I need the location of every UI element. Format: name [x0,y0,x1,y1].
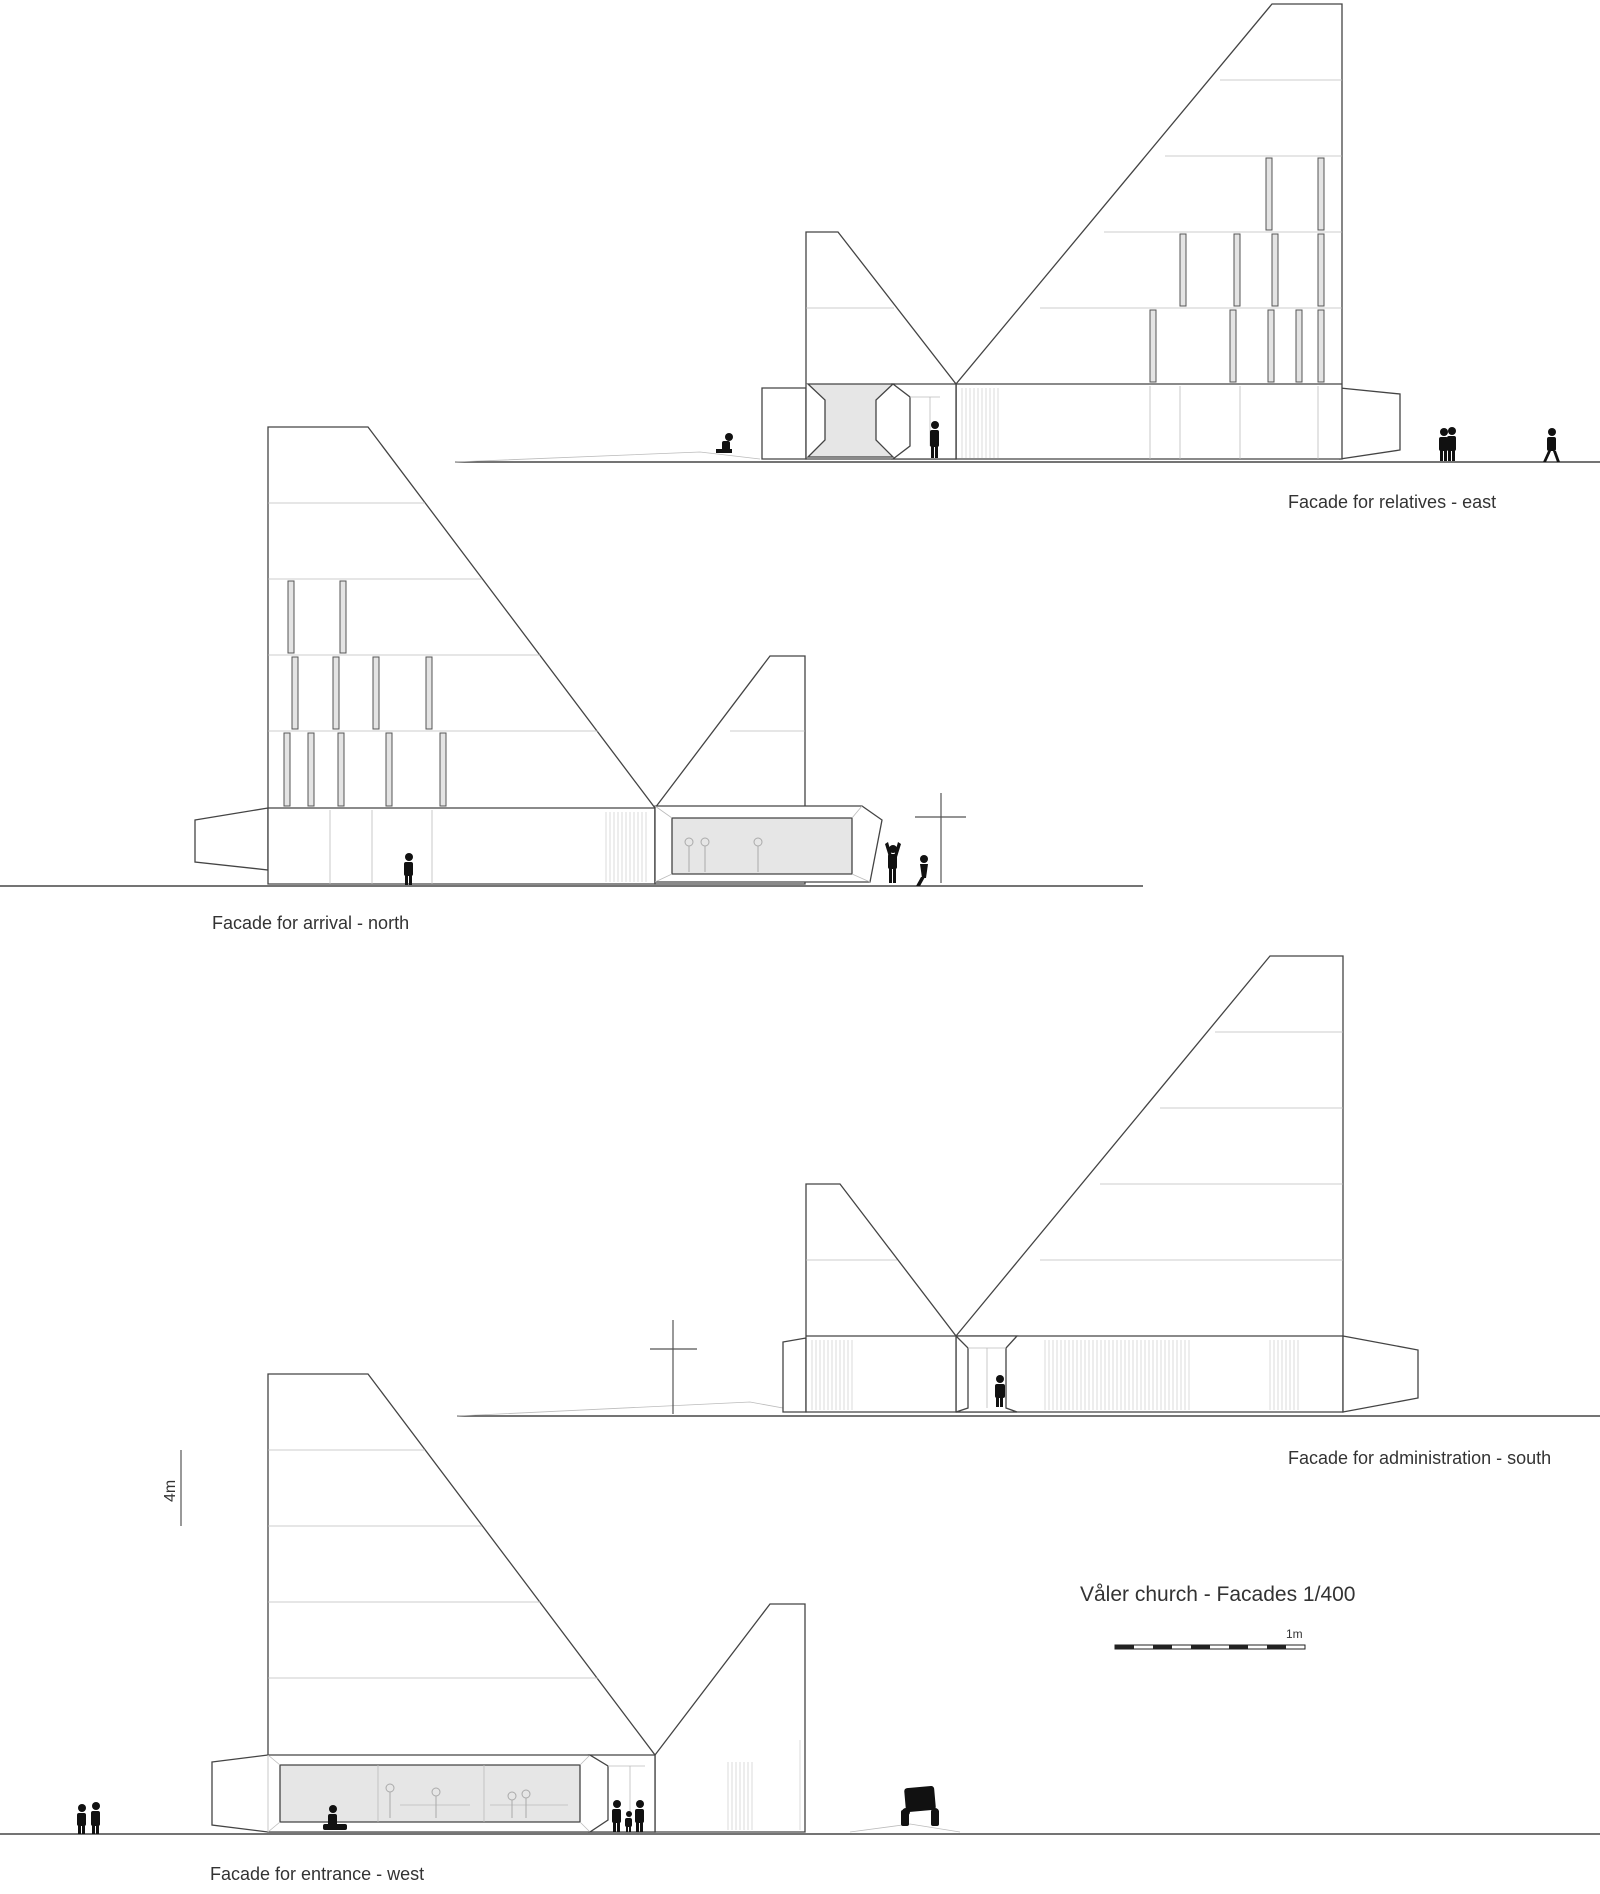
facade-caption-north: Facade for arrival - north [212,913,410,933]
cross-north [915,793,966,883]
low-wing-left [194,807,269,871]
low-wing-left [782,1337,807,1413]
entrance-recess [806,383,895,458]
facade-east-drawing [454,3,1600,463]
small-tower [805,1183,957,1413]
facade-west-drawing [0,1373,1600,1835]
scale-bar-unit-label: 1m [1286,1627,1303,1641]
height-marker-label: 4m [162,1479,179,1502]
terrain-line [849,1823,961,1833]
terrain-line [456,1401,806,1417]
facade-north-drawing [0,426,1143,887]
scale-bar [1114,1644,1306,1650]
low-wing-right [1339,387,1401,460]
glazed-hall-window [279,1764,581,1823]
facade-caption-west: Facade for entrance - west [210,1864,425,1884]
drawing-title: Våler church - Facades 1/400 [1080,1583,1356,1606]
people-figures-south [995,1375,1005,1407]
facade-south-drawing [456,955,1600,1417]
people-figures-east [716,421,1560,462]
people-figures-west [77,1785,939,1834]
small-tower [654,1603,806,1833]
cross-south [650,1320,697,1414]
glazed-hall-window [671,817,853,875]
low-wing-left [761,387,807,460]
facade-caption-south: Facade for administration - south [1288,1448,1552,1468]
low-wing-right [1342,1335,1419,1413]
main-tower [267,426,656,885]
people-figures-north [404,842,928,886]
terrain-line [454,451,761,463]
facade-caption-east: Facade for relatives - east [1288,492,1497,512]
main-tower [955,3,1343,460]
